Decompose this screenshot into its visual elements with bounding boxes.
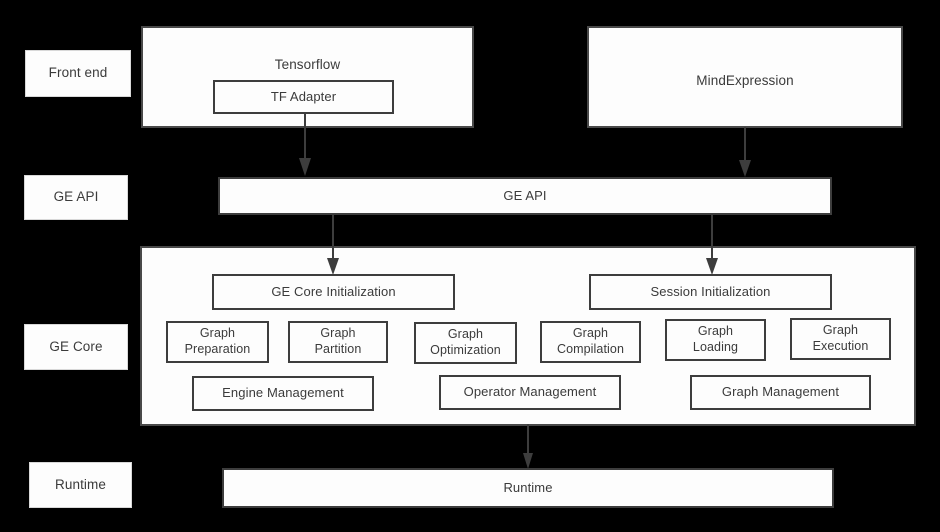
engine-management-box[interactable]: Engine Management (192, 376, 374, 411)
graph-preparation-label: Graph Preparation (184, 326, 251, 356)
arrow-ge-core-to-runtime (518, 424, 538, 470)
graph-compilation-label: Graph Compilation (556, 326, 625, 356)
ge-core-initialization-label: GE Core Initialization (271, 283, 396, 299)
layer-label-ge-api: GE API (24, 175, 128, 220)
graph-optimization-label: Graph Optimization (430, 327, 501, 357)
arrow-ge-api-to-ge-core-initialization (323, 213, 343, 277)
layer-label-ge-api-text: GE API (53, 189, 99, 205)
graph-preparation-box[interactable]: Graph Preparation (166, 321, 269, 363)
session-initialization-label: Session Initialization (650, 283, 771, 299)
tensorflow-title: Tensorflow (274, 57, 341, 72)
arrow-ge-api-to-session-initialization (702, 213, 722, 277)
engine-management-label: Engine Management (222, 385, 344, 401)
layer-label-front-end: Front end (25, 50, 131, 97)
graph-management-label: Graph Management (721, 384, 840, 400)
tf-adapter-box[interactable]: TF Adapter (213, 80, 394, 114)
runtime-label: Runtime (503, 479, 553, 495)
arrow-tf-adapter-to-ge-api (295, 112, 315, 178)
mindexpression-title: MindExpression (696, 73, 794, 88)
runtime-box[interactable]: Runtime (222, 468, 834, 508)
tf-adapter-label: TF Adapter (270, 88, 337, 104)
ge-api-label: GE API (503, 187, 547, 203)
operator-management-box[interactable]: Operator Management (439, 375, 621, 410)
graph-compilation-box[interactable]: Graph Compilation (540, 321, 641, 363)
arrow-mindexpression-to-ge-api (735, 127, 755, 179)
graph-management-box[interactable]: Graph Management (690, 375, 871, 410)
graph-loading-label: Graph Loading (692, 324, 739, 354)
graph-optimization-box[interactable]: Graph Optimization (414, 322, 517, 364)
layer-label-ge-core: GE Core (24, 324, 128, 370)
graph-partition-label: Graph Partition (314, 326, 362, 356)
graph-execution-box[interactable]: Graph Execution (790, 318, 891, 360)
layer-label-runtime: Runtime (29, 462, 132, 508)
graph-execution-label: Graph Execution (812, 323, 869, 353)
graph-partition-box[interactable]: Graph Partition (288, 321, 388, 363)
mindexpression-container: MindExpression (587, 26, 903, 128)
ge-api-box[interactable]: GE API (218, 177, 832, 215)
graph-loading-box[interactable]: Graph Loading (665, 319, 766, 361)
operator-management-label: Operator Management (463, 384, 597, 400)
layer-label-front-end-text: Front end (48, 65, 108, 81)
ge-core-initialization-box[interactable]: GE Core Initialization (212, 274, 455, 310)
layer-label-ge-core-text: GE Core (49, 338, 103, 354)
session-initialization-box[interactable]: Session Initialization (589, 274, 832, 310)
layer-label-runtime-text: Runtime (55, 476, 106, 492)
